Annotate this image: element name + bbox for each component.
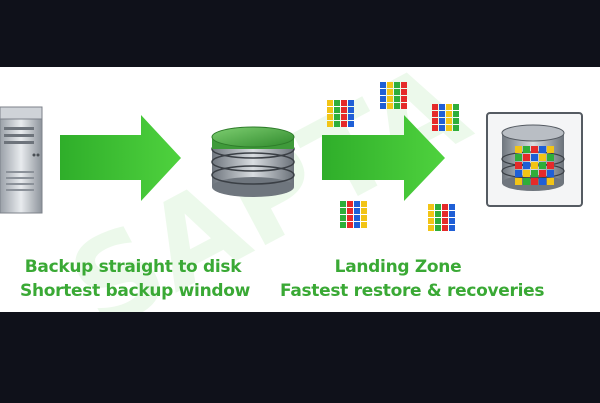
caption-right-line1: Landing Zone <box>334 257 462 277</box>
server-icon <box>0 106 43 214</box>
data-block-icon <box>515 146 554 185</box>
diagram-canvas: SAPTA <box>0 67 583 312</box>
data-block-icon <box>327 100 354 127</box>
caption-right: Landing Zone Fastest restore & recoverie… <box>280 255 545 303</box>
disk-stack-icon <box>211 126 295 197</box>
caption-left-line2: Shortest backup window <box>20 281 251 301</box>
data-block-icon <box>340 201 367 228</box>
data-block-icon <box>428 204 455 231</box>
diagram-panel: SAPTA <box>0 67 600 312</box>
data-block-icon <box>380 82 407 109</box>
data-block-icon <box>432 104 459 131</box>
caption-left-line1: Backup straight to disk <box>24 257 242 277</box>
arrow-icon <box>60 115 181 201</box>
caption-left: Backup straight to disk Shortest backup … <box>20 255 251 303</box>
storage-array-icon <box>486 112 583 207</box>
arrow-icon <box>322 115 445 201</box>
caption-right-line2: Fastest restore & recoveries <box>280 281 545 301</box>
